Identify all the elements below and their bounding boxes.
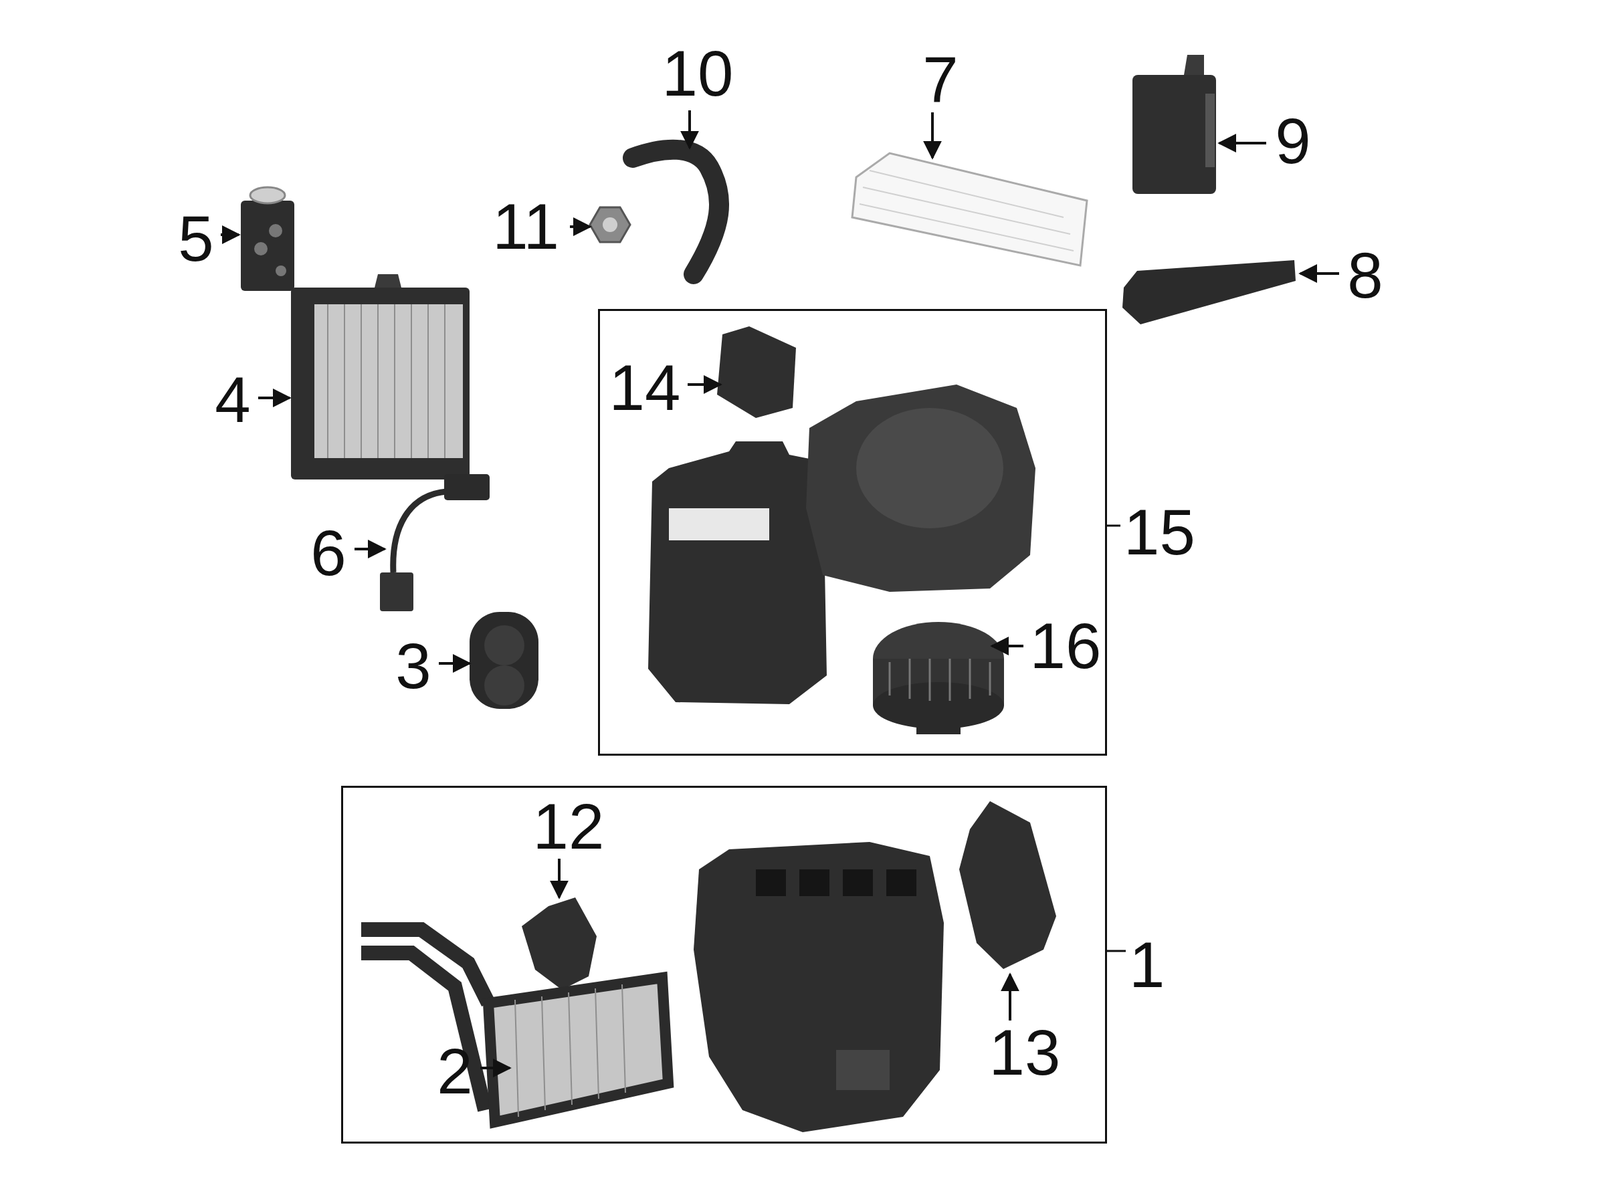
sensor-plug [379,572,414,612]
callout-number: 15 [1123,500,1196,565]
heater-pipe [361,953,485,1111]
nut [589,207,631,243]
sensor-connector [444,474,490,501]
callout-number: 16 [1030,614,1102,679]
switch [469,612,539,710]
cabin-filter [852,153,1087,266]
recirc-actuator [521,897,597,990]
evaporator-core [314,304,463,459]
callout-number: 2 [436,1039,473,1104]
valve-cap [250,187,285,204]
filter-pleats [859,170,1074,251]
callout-number: 5 [177,206,214,271]
sensor-cable [393,491,447,573]
callout-number: 4 [214,367,251,433]
trim-bar [1122,260,1296,325]
blower-drum [806,384,1036,592]
nut-hole [602,217,618,233]
callout-number: 7 [922,47,958,112]
mode-actuator [717,326,796,419]
callout-number: 8 [1347,243,1383,308]
evaporator-fins [327,304,445,459]
hvac-housing [693,842,944,1133]
callout-number: 10 [662,41,734,106]
control-module [1132,74,1217,194]
evaporator [290,287,470,480]
leader-lines [220,110,1340,1069]
housing-window [668,508,770,541]
expansion-valve [240,200,295,291]
callout-number: 3 [395,634,431,699]
frame-ticks [1107,525,1126,952]
module-slot [1205,93,1215,168]
callout-number: 12 [533,794,605,859]
callout-number: 14 [609,355,681,421]
temperature-actuator [959,801,1057,970]
callout-number: 9 [1274,109,1311,174]
callout-number: 6 [310,521,346,586]
module-tab [1183,54,1205,75]
callout-number: 1 [1129,933,1165,998]
heater-core [488,977,669,1123]
callout-number: 13 [989,1020,1061,1085]
blower-housing-half [648,441,827,705]
callout-number: 11 [492,194,560,259]
hose [632,149,720,275]
